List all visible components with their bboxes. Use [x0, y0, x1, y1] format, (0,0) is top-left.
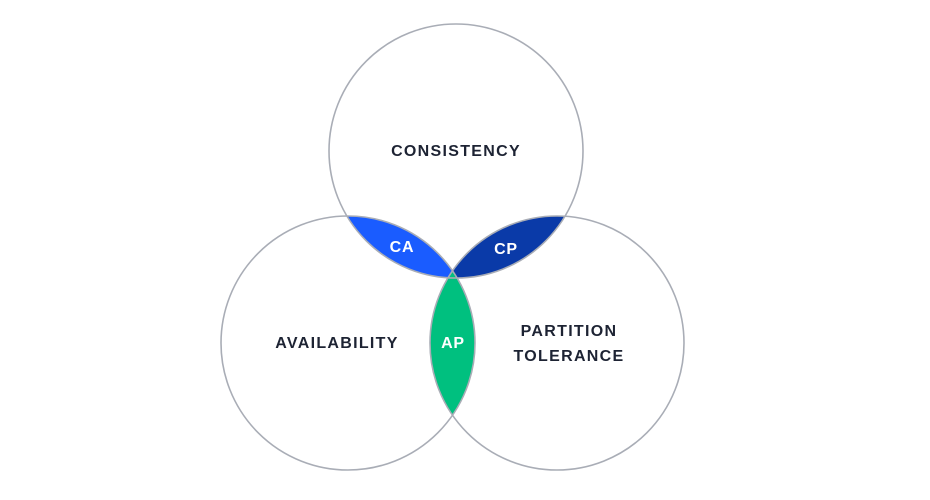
- partition-label-line1: PARTITION: [521, 323, 618, 340]
- consistency-label: CONSISTENCY: [391, 143, 521, 160]
- availability-circle: [220, 215, 476, 471]
- consistency-circle: [328, 23, 584, 279]
- region-ap-label: AP: [441, 335, 465, 352]
- partition-tolerance-circle: [429, 215, 685, 471]
- region-ca-label: CA: [390, 239, 415, 256]
- region-cp-label: CP: [494, 241, 518, 258]
- availability-label: AVAILABILITY: [275, 335, 398, 352]
- partition-label-line2: TOLERANCE: [514, 348, 625, 365]
